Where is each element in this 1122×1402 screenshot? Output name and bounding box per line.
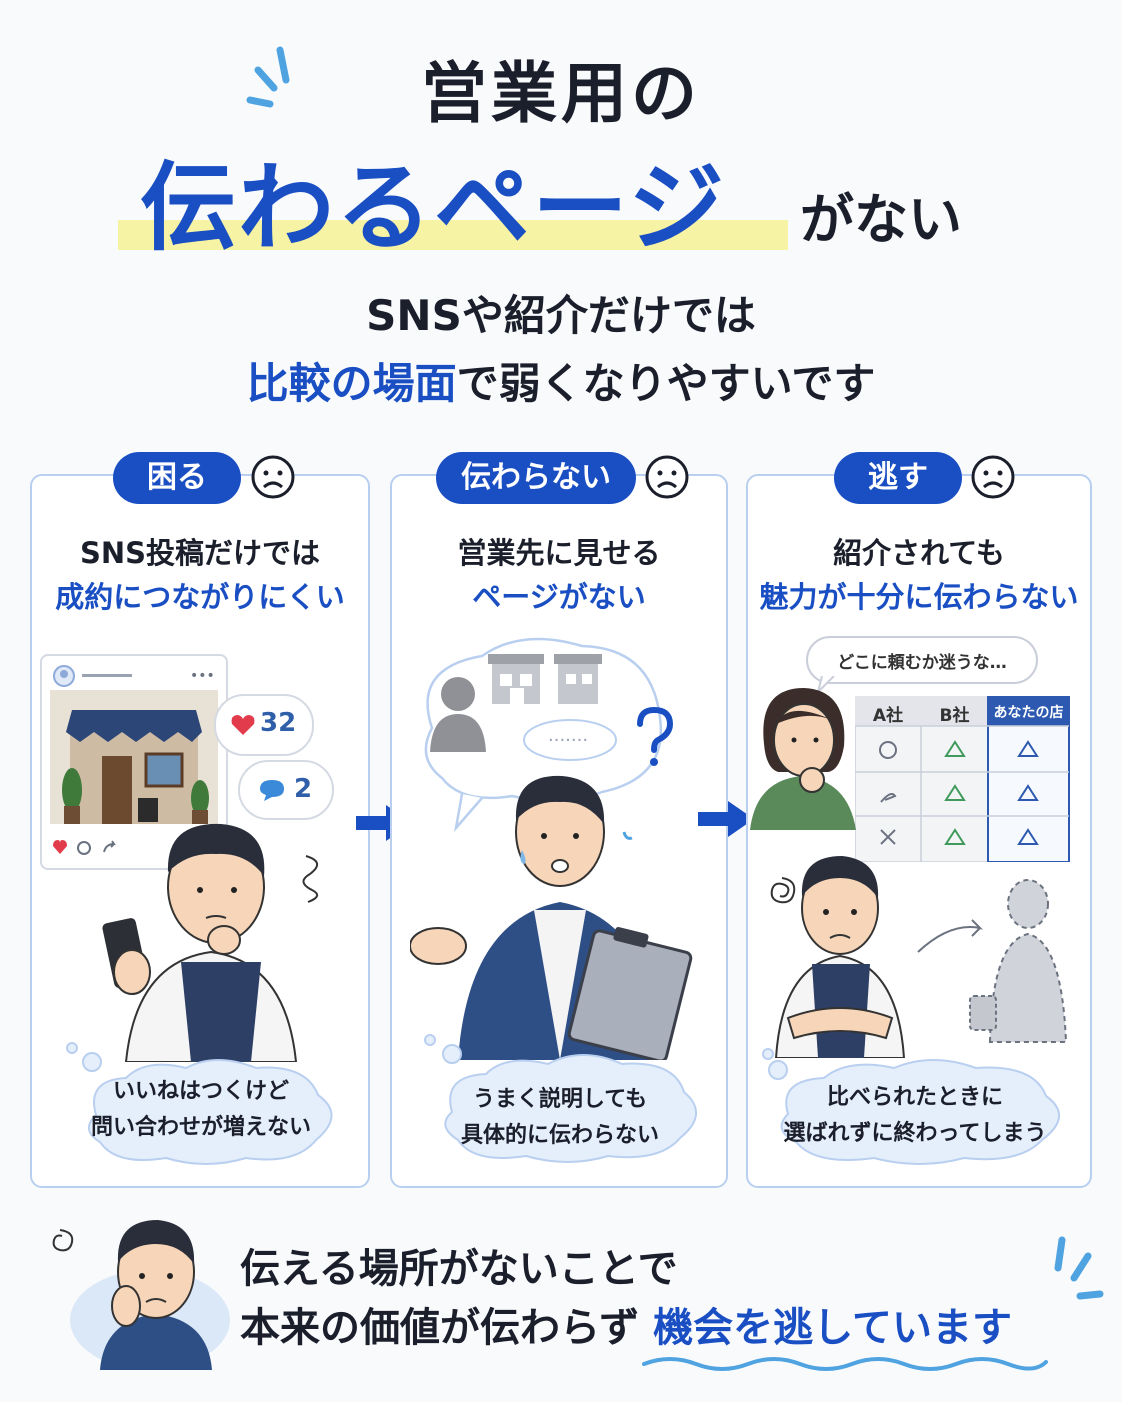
badge-miss: 逃す xyxy=(834,452,962,504)
bottom-emphasis: 機会を逃しています xyxy=(653,1305,1012,1351)
cloud1-line1: いいねはつくけど xyxy=(112,1079,289,1104)
title-highlight: 伝わるページ xyxy=(140,152,727,264)
cloud2-line2: 具体的に伝わらない xyxy=(460,1123,659,1148)
worried-shop-owner-illustration xyxy=(102,823,319,1062)
comments-bubble: 2 xyxy=(238,760,334,820)
leaving-customer-illustration xyxy=(917,879,1068,1043)
avatar-icon xyxy=(53,665,75,687)
likes-count: 32 xyxy=(260,708,297,738)
cloud2-line1: うまく説明しても xyxy=(472,1087,648,1112)
confused-salesperson-illustration xyxy=(410,775,693,1060)
badge-not-conveyed: 伝わらない xyxy=(436,452,636,504)
thought-cloud xyxy=(66,1042,333,1165)
worried-man-portrait xyxy=(52,1220,230,1370)
badge-trouble: 困る xyxy=(113,452,241,504)
thought-cloud xyxy=(424,1034,697,1163)
subtitle-line1: SNSや紹介だけでは xyxy=(366,291,756,340)
comment-icon xyxy=(260,780,284,801)
splash-icon xyxy=(1054,1236,1104,1300)
post-actions-icons xyxy=(53,840,116,855)
swirl-icon xyxy=(770,877,796,904)
thought-cloud xyxy=(762,1048,1061,1165)
panel2-heading2: ページがない xyxy=(472,580,646,614)
panel3-heading1: 紹介されても xyxy=(833,536,1005,570)
panel1-heading2: 成約につながりにくい xyxy=(55,580,345,614)
title-suffix: がない xyxy=(800,188,962,251)
panel3-heading2: 魅力が十分に伝わらない xyxy=(759,580,1079,614)
sad-face-icon xyxy=(645,455,689,499)
bottom-rest: 本来の価値が伝わらず xyxy=(240,1305,640,1351)
question-mark-icon xyxy=(637,706,674,766)
table-header-a: A社 xyxy=(872,706,904,726)
panel1-heading1: SNS投稿だけでは xyxy=(79,536,321,570)
sad-face-icon xyxy=(971,455,1015,499)
table-header-b: B社 xyxy=(939,706,970,726)
thought-bubble: ······· xyxy=(424,637,663,833)
speech-bubble: どこに頼むか迷うな… xyxy=(806,636,1038,684)
disappointed-shop-owner-illustration xyxy=(774,856,906,1058)
speech-text: どこに頼むか迷うな… xyxy=(837,653,1007,673)
cloud1-line2: 問い合わせが増えない xyxy=(90,1115,311,1140)
panel2-heading1: 営業先に見せる xyxy=(457,536,661,570)
subtitle-emphasis: 比較の場面 xyxy=(246,359,457,408)
splash-icon xyxy=(246,46,290,108)
likes-bubble: 32 xyxy=(214,694,314,756)
wavy-underline xyxy=(642,1357,1048,1371)
shop-photo xyxy=(50,690,218,824)
subtitle-rest: で弱くなりやすいです xyxy=(456,359,876,408)
comparison-table: A社 B社 あなたの店 xyxy=(855,696,1070,862)
svg-text:·······: ······· xyxy=(548,730,588,751)
title-line1: 営業用の xyxy=(421,55,701,132)
highlight-bar xyxy=(118,220,788,250)
bottom-line2: 本来の価値が伝わらず 機会を逃しています xyxy=(240,1295,1012,1353)
table-header-yours: あなたの店 xyxy=(993,705,1064,721)
thinking-woman-illustration xyxy=(750,688,856,830)
cloud3-line2: 選ばれずに終わってしまう xyxy=(783,1121,1047,1146)
bottom-line1: 伝える場所がないことで xyxy=(240,1246,678,1292)
arrow-right-icon xyxy=(698,801,754,837)
heart-icon xyxy=(231,715,255,735)
sad-face-icon xyxy=(251,455,295,499)
subtitle-line2: 比較の場面で弱くなりやすいです xyxy=(0,350,1122,411)
comments-count: 2 xyxy=(294,774,313,804)
cloud3-line1: 比べられたときに xyxy=(826,1085,1003,1110)
